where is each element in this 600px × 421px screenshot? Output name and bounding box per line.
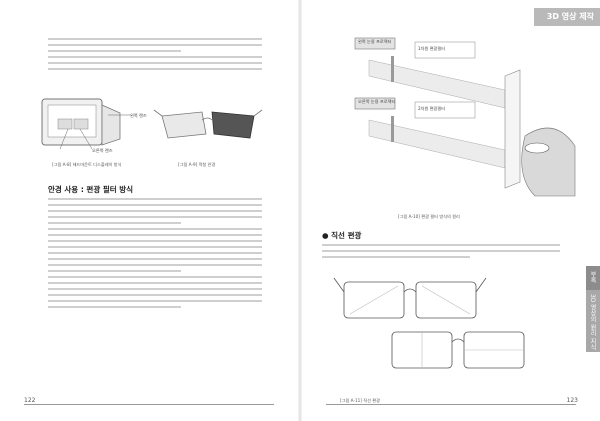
diagram-caption: [그림 A-10] 편광 필터 방식의 원리 — [398, 214, 460, 219]
right-page-number: 123 — [566, 397, 578, 404]
figure1-caption: [그림 A-8] 헤드마운트 디스플레이 방식 — [52, 162, 122, 167]
right-page: 3D 영상 제작 왼쪽 눈용 프로젝터 오른쪽 눈용 프로젝터 1차원 편광필터… — [300, 0, 600, 421]
chapter-title: 3D 영상 제작 — [546, 12, 594, 21]
side-tab-top-label: 부록 — [589, 271, 596, 283]
left-footer-rule — [24, 404, 274, 405]
figure-a11-caption: [그림 A-11] 직선 편광 — [340, 398, 380, 403]
left-page: 왼쪽 렌즈 오른쪽 렌즈 [그림 A-8] 헤드마운트 디스플레이 방식 [그림… — [24, 38, 274, 405]
intro-paragraph — [48, 38, 262, 74]
subsection-heading: ● 직선 편광 — [322, 231, 362, 240]
section-heading: 안경 사용 : 편광 필터 방식 — [48, 185, 134, 194]
left-page-number: 122 — [24, 397, 36, 404]
chapter-header-band: 3D 영상 제작 — [534, 8, 600, 26]
callout-1d-filter: 1차원 편광필터 — [418, 46, 446, 51]
anaglyph-glasses-figure — [153, 109, 263, 139]
hmd-label-right: 오른쪽 렌즈 — [92, 148, 113, 153]
gutter — [298, 0, 302, 421]
right-footer-rule — [326, 404, 576, 405]
subsection-body — [322, 244, 560, 262]
linear-polarization-glasses — [333, 277, 525, 369]
side-tab-label: 3D 영상의 원리 지식 — [589, 294, 596, 351]
hmd-label-left: 왼쪽 렌즈 — [130, 113, 147, 118]
side-tab: 부록 3D 영상의 원리 지식 — [586, 266, 600, 352]
hmd-figure — [41, 98, 130, 150]
callout-2d-filter: 2차원 편광필터 — [418, 106, 446, 111]
polarization-diagram — [354, 37, 576, 197]
side-tab-top: 부록 — [586, 266, 600, 290]
projector-right-label: 오른쪽 눈용 프로젝터 — [358, 99, 396, 104]
section-body — [48, 198, 262, 312]
projector-left-label: 왼쪽 눈용 프로젝터 — [358, 39, 392, 44]
figure2-caption: [그림 A-9] 적청 안경 — [178, 162, 216, 167]
